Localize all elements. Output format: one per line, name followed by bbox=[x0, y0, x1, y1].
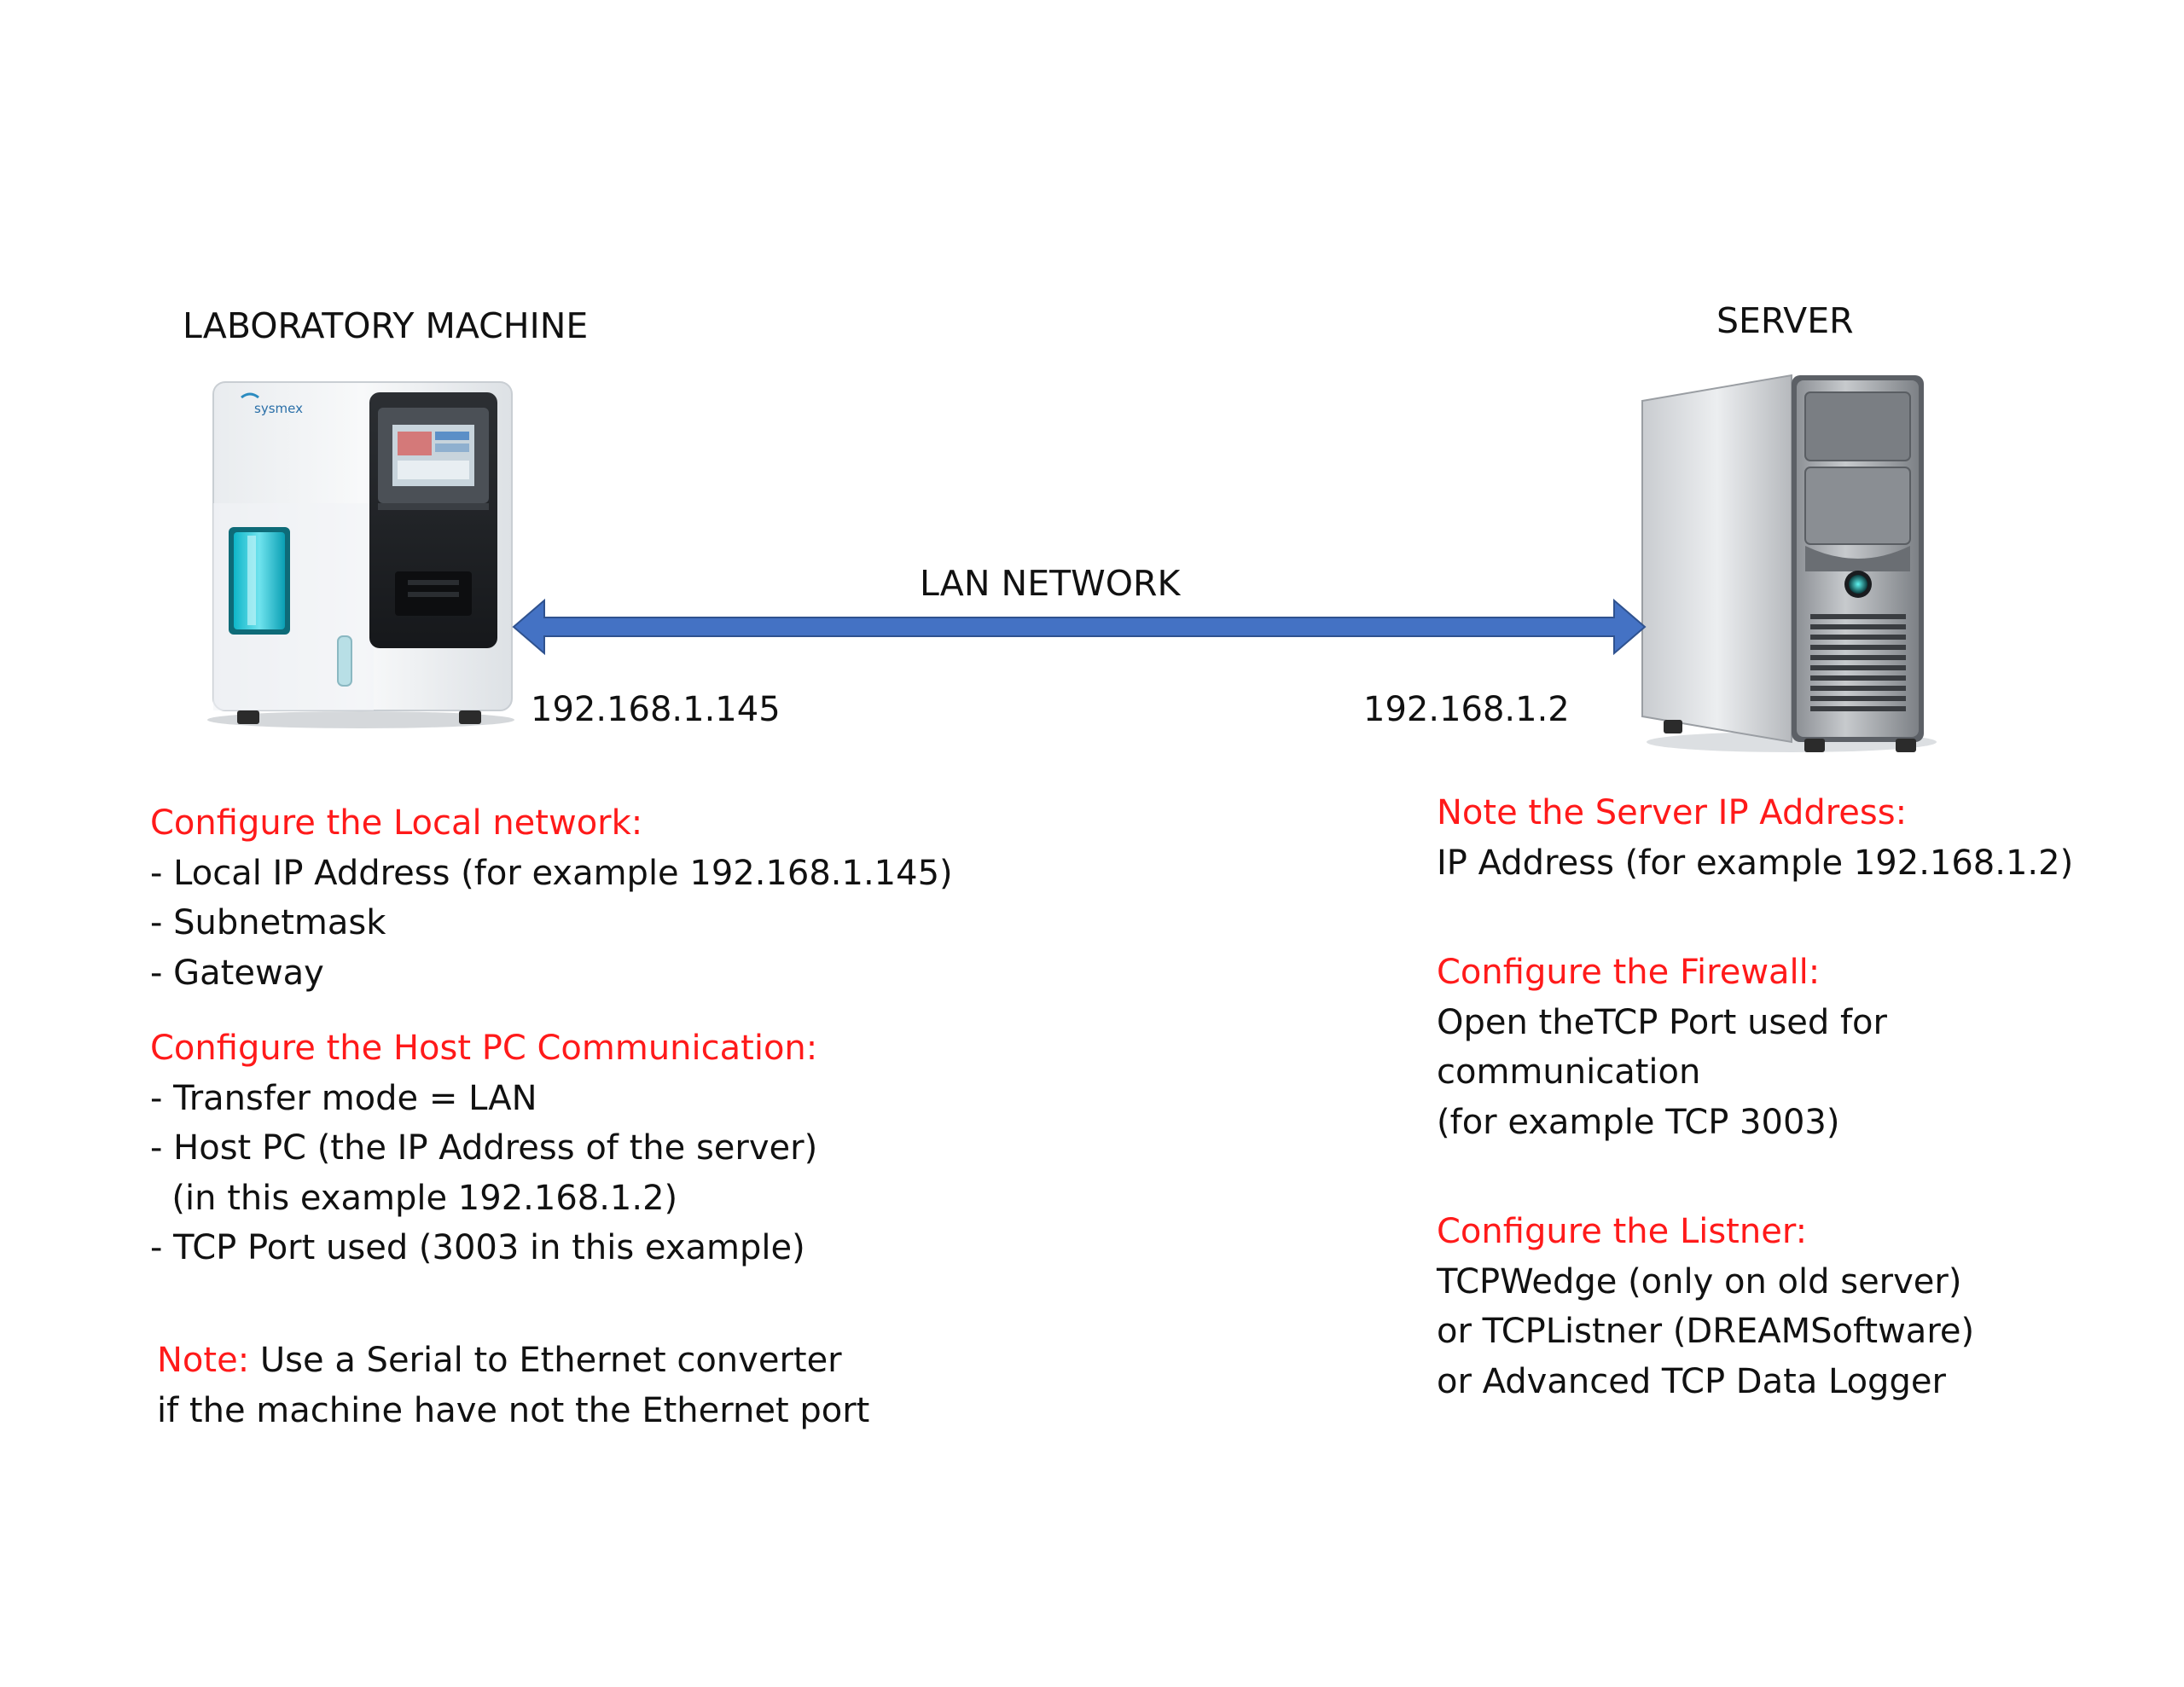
firewall-heading: Configure the Firewall: bbox=[1437, 953, 1821, 992]
listener-heading: Configure the Listner: bbox=[1437, 1212, 1808, 1251]
note-section: Note: Use a Serial to Ethernet converter… bbox=[157, 1336, 869, 1435]
laboratory-machine-image: sysmex bbox=[203, 375, 519, 733]
local-network-section: Configure the Local network: - Local IP … bbox=[150, 798, 953, 998]
listener-section: Configure the Listner: TCPWedge (only on… bbox=[1437, 1207, 2073, 1406]
server-ip-section: Note the Server IP Address: IP Address (… bbox=[1437, 788, 2073, 888]
listener-item: or TCPListner (DREAMSoftware) bbox=[1437, 1312, 1975, 1351]
machine-ip-label: 192.168.1.145 bbox=[531, 690, 781, 729]
left-notes: Configure the Local network: - Local IP … bbox=[150, 798, 953, 1273]
host-pc-heading: Configure the Host PC Communication: bbox=[150, 1029, 818, 1068]
firewall-item: (for example TCP 3003) bbox=[1437, 1102, 1840, 1142]
machine-brand-label: sysmex bbox=[254, 401, 303, 416]
server-ip-item: IP Address (for example 192.168.1.2) bbox=[1437, 843, 2074, 883]
host-pc-item: (in this example 192.168.1.2) bbox=[150, 1178, 678, 1218]
local-network-item: - Local IP Address (for example 192.168.… bbox=[150, 853, 953, 893]
firewall-section: Configure the Firewall: Open theTCP Port… bbox=[1437, 948, 2073, 1147]
local-network-heading: Configure the Local network: bbox=[150, 803, 643, 843]
local-network-item: - Gateway bbox=[150, 953, 324, 993]
host-pc-item: - TCP Port used (3003 in this example) bbox=[150, 1228, 805, 1267]
server-ip-heading: Note the Server IP Address: bbox=[1437, 793, 1908, 832]
machine-title: LABORATORY MACHINE bbox=[183, 305, 589, 346]
listener-item: or Advanced TCP Data Logger bbox=[1437, 1361, 1946, 1401]
host-pc-item: - Host PC (the IP Address of the server) bbox=[150, 1128, 818, 1168]
note-text: Use a Serial to Ethernet converter bbox=[249, 1341, 842, 1380]
note-prefix: Note: bbox=[157, 1341, 250, 1380]
lan-double-arrow bbox=[512, 597, 1647, 657]
host-pc-section: Configure the Host PC Communication: - T… bbox=[150, 1023, 953, 1273]
note-line-2: if the machine have not the Ethernet por… bbox=[157, 1390, 870, 1430]
server-ip-label: 192.168.1.2 bbox=[1363, 690, 1570, 729]
server-title: SERVER bbox=[1716, 300, 1854, 341]
server-image bbox=[1629, 367, 1937, 759]
local-network-item: - Subnetmask bbox=[150, 903, 386, 942]
host-pc-item: - Transfer mode = LAN bbox=[150, 1078, 537, 1118]
firewall-item: Open theTCP Port used for bbox=[1437, 1002, 1887, 1042]
network-label: LAN NETWORK bbox=[920, 563, 1181, 604]
firewall-item: communication bbox=[1437, 1052, 1701, 1092]
right-notes: Note the Server IP Address: IP Address (… bbox=[1437, 788, 2073, 1406]
listener-item: TCPWedge (only on old server) bbox=[1437, 1261, 1962, 1301]
